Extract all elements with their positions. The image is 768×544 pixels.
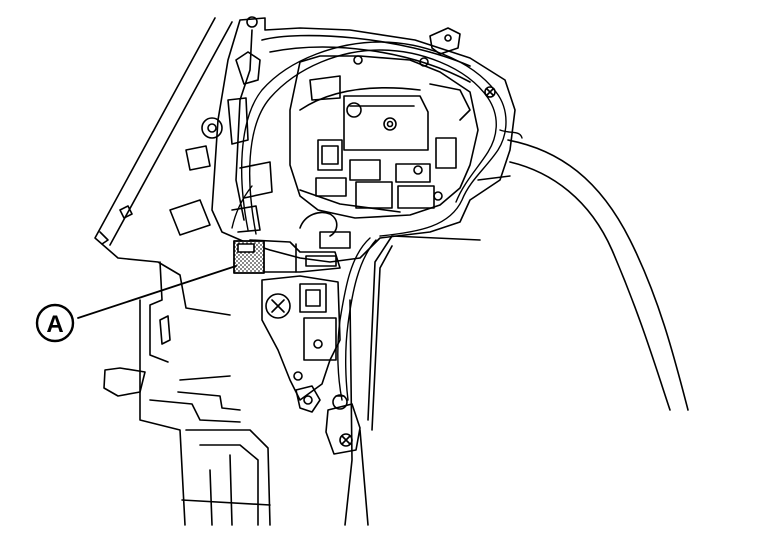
door-trim-curve — [344, 139, 689, 526]
lower-bracket — [261, 275, 341, 413]
left-screw — [185, 117, 223, 171]
callout-leader-line — [77, 265, 237, 319]
bottom-fastener — [325, 394, 361, 455]
motor-gear-housing — [289, 55, 479, 219]
top-clip — [246, 16, 496, 98]
mechanism-housing — [211, 17, 516, 263]
callout-label: A — [46, 311, 63, 338]
callout-circle — [35, 303, 75, 343]
connector-assembly — [249, 211, 351, 273]
body-panel — [94, 17, 271, 526]
